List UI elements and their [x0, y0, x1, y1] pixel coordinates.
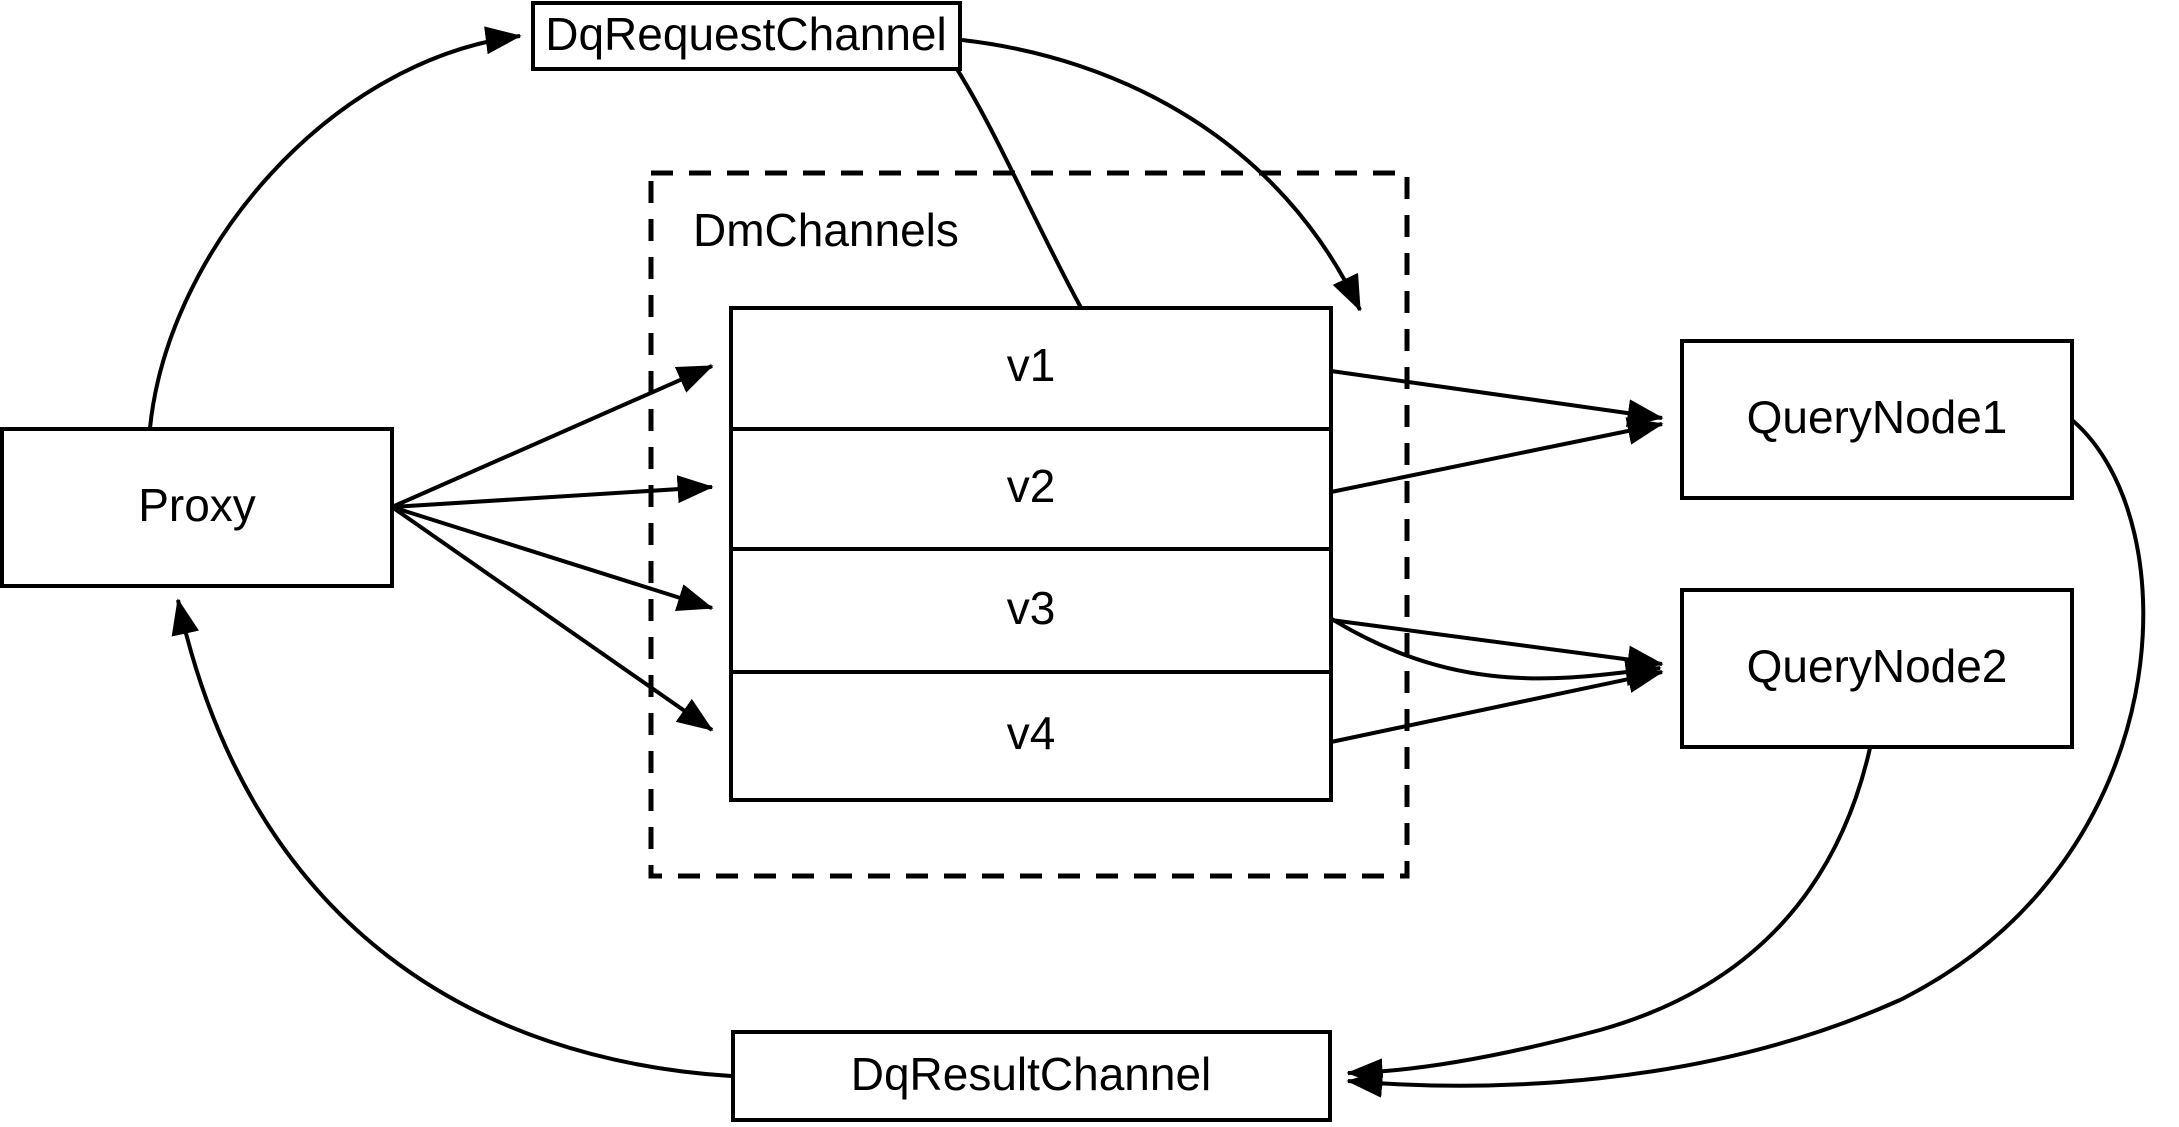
node-query-node-1[interactable]: QueryNode1: [1680, 339, 2074, 500]
channel-row-v1[interactable]: v1: [1007, 339, 1056, 391]
node-dq-request-channel-box[interactable]: [531, 1, 962, 71]
channel-row-v3[interactable]: v3: [1007, 582, 1056, 634]
edge-query-node-1-to-dq-result-channel: [1346, 418, 2146, 1098]
edge-proxy-to-dq-request-channel: [148, 26, 522, 429]
edge-v4-to-query-node-2: [1330, 665, 1664, 744]
edge-dq-request-channel-to-query-node-1: [961, 38, 1362, 312]
node-proxy-label: Proxy: [138, 479, 256, 531]
node-query-node-2-box[interactable]: [1680, 588, 2074, 749]
node-dq-request-channel[interactable]: DqRequestChannel: [531, 1, 962, 71]
edge-v2-to-query-node-1: [1330, 417, 1664, 494]
edge-dq-result-channel-to-proxy: [171, 598, 732, 1078]
node-proxy[interactable]: Proxy: [0, 427, 394, 588]
node-dq-result-channel-label: DqResultChannel: [851, 1048, 1212, 1100]
edge-proxy-to-v2: [391, 475, 714, 509]
edge-proxy-to-v3: [391, 505, 714, 611]
dm-channel-table: v1 v2 v3 v4: [729, 306, 1333, 802]
edge-proxy-to-v1: [391, 364, 714, 509]
node-dq-result-channel[interactable]: DqResultChannel: [731, 1030, 1332, 1122]
node-query-node-2[interactable]: QueryNode2: [1680, 588, 2074, 749]
edge-v1-to-query-node-1: [1330, 369, 1664, 428]
node-query-node-1-label: QueryNode1: [1747, 391, 2008, 443]
node-proxy-box[interactable]: [0, 427, 394, 588]
node-dq-request-channel-label: DqRequestChannel: [545, 8, 947, 60]
channel-row-v4[interactable]: v4: [1007, 707, 1056, 759]
edge-v3-to-query-node-2: [1330, 618, 1664, 674]
dm-channel-table-border: [729, 306, 1333, 802]
node-dq-result-channel-box[interactable]: [731, 1030, 1332, 1122]
dm-channels-group-label: DmChannels: [693, 204, 959, 256]
edge-query-node-2-to-dq-result-channel: [1346, 747, 1872, 1087]
edge-proxy-to-v4: [390, 505, 714, 732]
dm-channels-group: DmChannels: [648, 170, 1410, 879]
dm-channels-group-border: [648, 170, 1410, 879]
channel-row-v2[interactable]: v2: [1007, 460, 1056, 512]
node-query-node-1-box[interactable]: [1680, 339, 2074, 500]
node-query-node-2-label: QueryNode2: [1747, 640, 2008, 692]
